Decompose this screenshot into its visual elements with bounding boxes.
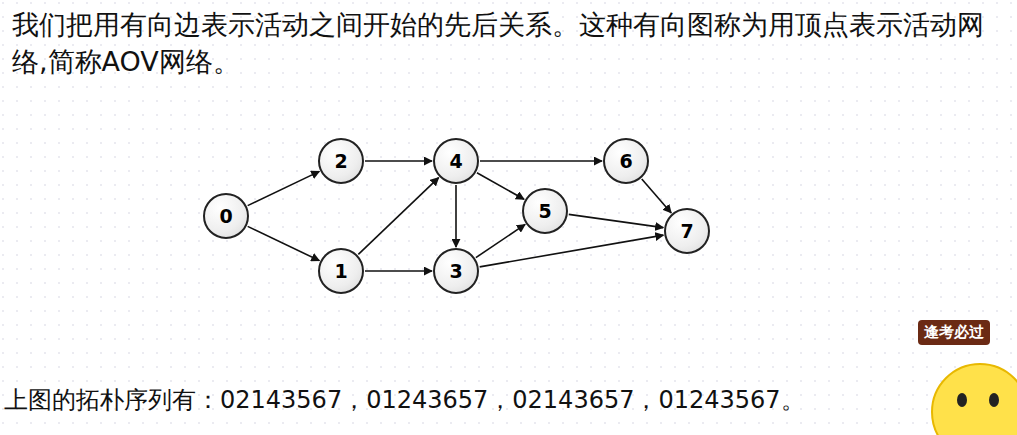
vertex-circle: 3 (433, 248, 479, 294)
vertex-circle: 4 (433, 138, 479, 184)
directed-edge (358, 178, 438, 255)
face-circle (932, 364, 1017, 435)
vertex-circle: 0 (203, 193, 249, 239)
face-eye (989, 393, 999, 407)
vertex-circle: 2 (318, 138, 364, 184)
vertex-circle: 1 (318, 248, 364, 294)
vertex-number: 5 (538, 200, 551, 222)
vertex-number: 7 (680, 220, 693, 242)
description-text: 我们把用有向边表示活动之间开始的先后关系。这种有向图称为用顶点表示活动网络,简称… (12, 6, 1012, 81)
directed-edge (480, 160, 602, 162)
directed-edge (476, 224, 525, 257)
face-eye (957, 393, 967, 407)
watermark: 逢考必过 (918, 320, 990, 345)
directed-edge (642, 179, 671, 213)
vertex-number: 1 (334, 260, 347, 282)
directed-edge (480, 235, 664, 267)
mascot-face (920, 350, 1017, 435)
vertex-number: 2 (334, 150, 347, 172)
vertex-number: 3 (449, 260, 462, 282)
directed-edge (248, 171, 320, 205)
vertex-circle: 7 (664, 208, 710, 254)
directed-edge (365, 160, 432, 162)
vertex-circle: 5 (522, 188, 568, 234)
directed-edge (569, 214, 663, 227)
vertex-number: 4 (449, 150, 462, 172)
caption-text: 上图的拓朴序列有：02143567，01243657，02143657，0124… (4, 385, 1009, 416)
vertex-circle: 6 (603, 138, 649, 184)
vertex-number: 6 (619, 150, 632, 172)
directed-edge (477, 173, 524, 199)
directed-edge (248, 226, 320, 260)
vertex-number: 0 (219, 205, 232, 227)
directed-edge (365, 270, 432, 272)
directed-edge (455, 185, 457, 247)
